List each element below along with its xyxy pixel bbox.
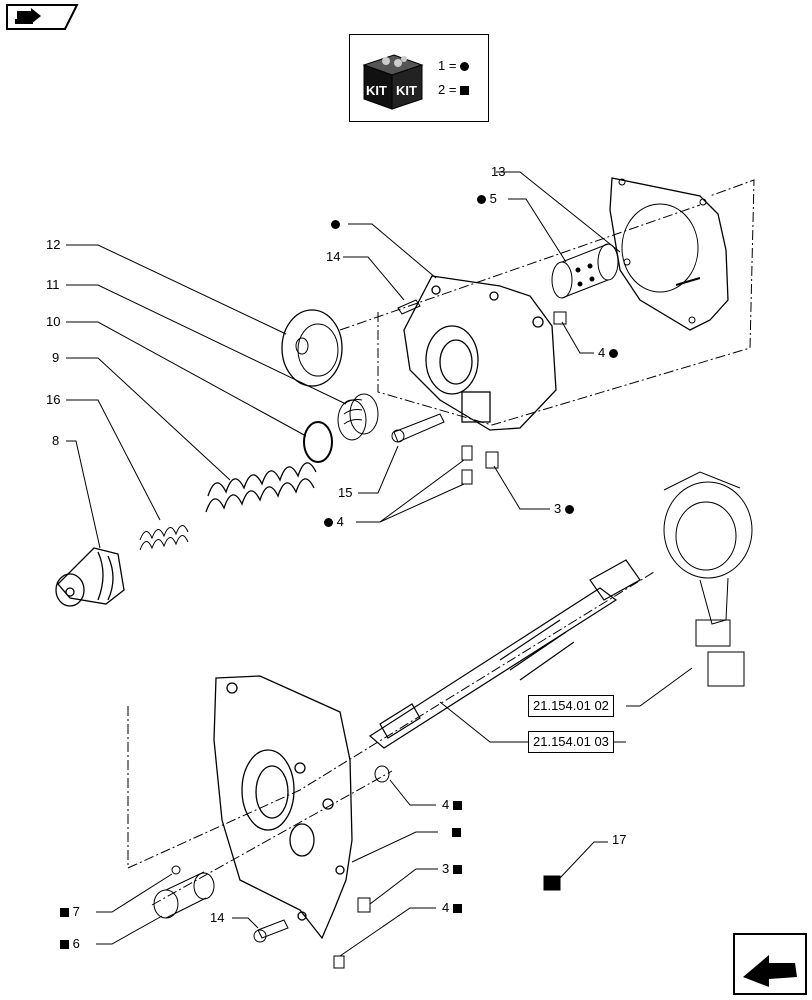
bolt-part-14-lower — [253, 919, 289, 943]
callout-4-upper: 4 — [598, 346, 618, 360]
callout-6: 6 — [60, 937, 80, 951]
axis-line-upper — [339, 204, 701, 331]
square-symbol-icon — [452, 828, 461, 838]
callout-4-lower: 4 — [442, 798, 462, 812]
fork-lever-assembly — [663, 471, 753, 687]
leader-lines — [66, 171, 693, 957]
lower-group-outline — [127, 571, 655, 869]
circle-symbol-icon — [564, 505, 574, 515]
callout-13: 13 — [491, 164, 506, 179]
callout-housing-circle — [331, 217, 340, 231]
circle-symbol-icon — [331, 220, 340, 230]
sleeve-part-5 — [551, 243, 619, 299]
axis-line-lower — [151, 770, 393, 906]
seal-part-12 — [281, 309, 343, 387]
dowel-part-4-lower — [374, 765, 390, 783]
callout-4-bottom: 4 — [442, 901, 462, 915]
circle-symbol-icon — [460, 62, 470, 72]
spring-part-9 — [205, 462, 317, 513]
gasket-part-13 — [609, 177, 729, 331]
callout-11: 11 — [46, 277, 60, 292]
square-symbol-icon — [452, 904, 462, 914]
pin-part-6 — [153, 871, 215, 919]
next-page-arrow-icon[interactable] — [733, 933, 807, 995]
reference-link-21-154-01-03[interactable]: 21.154.01 03 — [528, 731, 614, 753]
square-symbol-icon — [60, 940, 69, 950]
circle-symbol-icon — [608, 349, 618, 359]
dowel-part-4-upper — [553, 311, 567, 325]
spring-part-16 — [139, 525, 189, 551]
callout-14-lower: 14 — [210, 910, 225, 925]
kit-box-icon: KIT KIT — [362, 54, 424, 110]
callout-cover-square — [452, 825, 461, 839]
callout-3-upper: 3 — [554, 502, 574, 516]
legend-item-2: 2 = — [438, 82, 470, 97]
valve-part-8 — [55, 547, 125, 607]
callout-9: 9 — [52, 350, 60, 365]
dowel-part-3-lower — [357, 897, 371, 913]
plug-part-17 — [543, 875, 561, 891]
pump-housing — [403, 275, 557, 431]
circle-symbol-icon — [324, 518, 333, 528]
reference-link-21-154-01-02[interactable]: 21.154.01 02 — [528, 695, 614, 717]
square-symbol-icon — [452, 865, 462, 875]
dowel-part-4-bottom — [333, 955, 345, 969]
kit-label-right: KIT — [396, 83, 417, 98]
callout-16: 16 — [46, 392, 61, 407]
callout-7: 7 — [60, 905, 80, 919]
ball-part-7 — [171, 865, 181, 875]
square-symbol-icon — [452, 801, 462, 811]
callout-10: 10 — [46, 314, 61, 329]
callout-8: 8 — [52, 433, 60, 448]
drive-shaft — [368, 559, 641, 749]
oring-part-10 — [303, 421, 333, 463]
kit-label-left: KIT — [366, 83, 387, 98]
callout-14-upper: 14 — [326, 249, 341, 264]
callout-17: 17 — [612, 832, 627, 847]
circle-symbol-icon — [477, 195, 486, 205]
cover-plate — [213, 675, 353, 940]
kit-legend-box: KIT KIT 1 = 2 = — [349, 34, 489, 122]
upper-group-outline — [377, 179, 755, 426]
callout-4-mid: 4 — [324, 515, 344, 529]
callout-15: 15 — [338, 485, 353, 500]
book-arrow-icon[interactable] — [3, 3, 79, 31]
callout-3-lower: 3 — [442, 862, 462, 876]
square-symbol-icon — [60, 908, 69, 918]
bolt-part-14-upper — [397, 299, 421, 315]
square-symbol-icon — [460, 86, 470, 96]
legend-item-1-text: 1 = — [438, 58, 457, 73]
dowel-part-3-upper — [485, 451, 499, 469]
dowel-part-4-mid — [461, 445, 473, 485]
callout-12: 12 — [46, 237, 61, 252]
spring-seat-part-11 — [337, 393, 379, 441]
callout-5: 5 — [477, 192, 497, 206]
bolt-part-15 — [391, 413, 445, 443]
legend-item-1: 1 = — [438, 58, 470, 73]
legend-item-2-text: 2 = — [438, 82, 457, 97]
